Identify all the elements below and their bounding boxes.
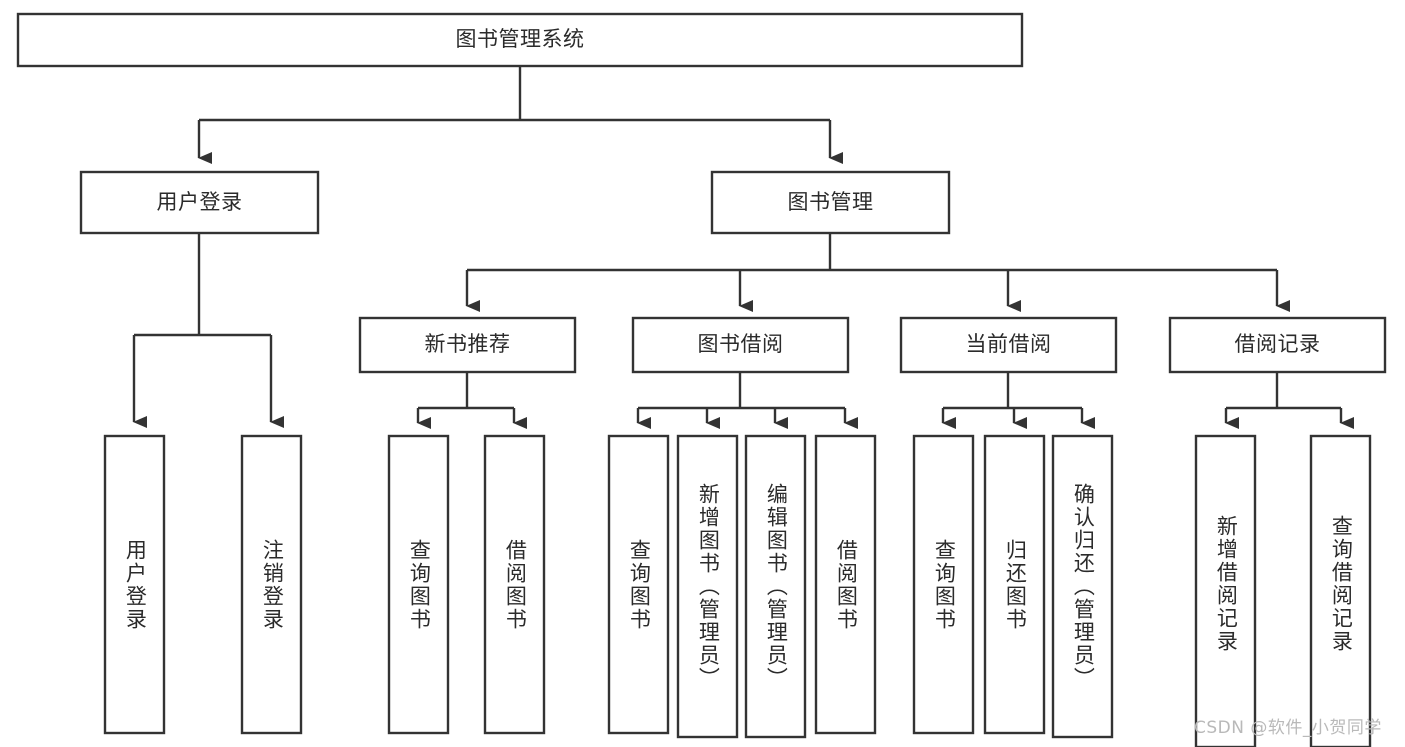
- node-box-leaf-query-borrow-record[interactable]: [1309, 434, 1372, 747]
- node-box-leaf-edit-book[interactable]: [744, 434, 807, 739]
- node-box-leaf-return-book[interactable]: [983, 434, 1046, 735]
- csdn-watermark: CSDN @软件_小贺同学: [1194, 718, 1382, 738]
- node-box-new-book-recommend[interactable]: [358, 316, 577, 374]
- node-box-leaf-user-login[interactable]: [103, 434, 166, 735]
- node-box-book-borrow[interactable]: [631, 316, 850, 374]
- connector-user-login-to-leaves: [132, 233, 284, 428]
- node-box-user-login[interactable]: [79, 170, 320, 235]
- node-box-leaf-query-book-recommend[interactable]: [387, 434, 450, 735]
- node-box-leaf-add-borrow-record[interactable]: [1194, 434, 1257, 747]
- node-box-leaf-confirm-return[interactable]: [1051, 434, 1114, 739]
- node-box-leaf-borrow-book[interactable]: [814, 434, 877, 735]
- node-box-leaf-query-book-borrow[interactable]: [607, 434, 670, 735]
- node-box-leaf-borrow-book-recommend[interactable]: [483, 434, 546, 735]
- node-box-current-borrow[interactable]: [899, 316, 1118, 374]
- node-box-root[interactable]: [16, 12, 1024, 68]
- connector-book-management-to-level2: [465, 233, 1290, 312]
- connector-current-borrow-to-leaves: [941, 372, 1095, 429]
- node-box-book-management[interactable]: [710, 170, 951, 235]
- connector-borrow-record-to-leaves: [1224, 372, 1354, 429]
- node-box-leaf-add-book[interactable]: [676, 434, 739, 739]
- node-box-leaf-query-book-current[interactable]: [912, 434, 975, 735]
- node-box-leaf-user-logout[interactable]: [240, 434, 303, 735]
- connector-new-book-recommend-to-leaves: [416, 372, 527, 429]
- connector-root-to-level1: [197, 66, 843, 164]
- node-box-borrow-record[interactable]: [1168, 316, 1387, 374]
- connector-book-borrow-to-leaves: [636, 372, 858, 429]
